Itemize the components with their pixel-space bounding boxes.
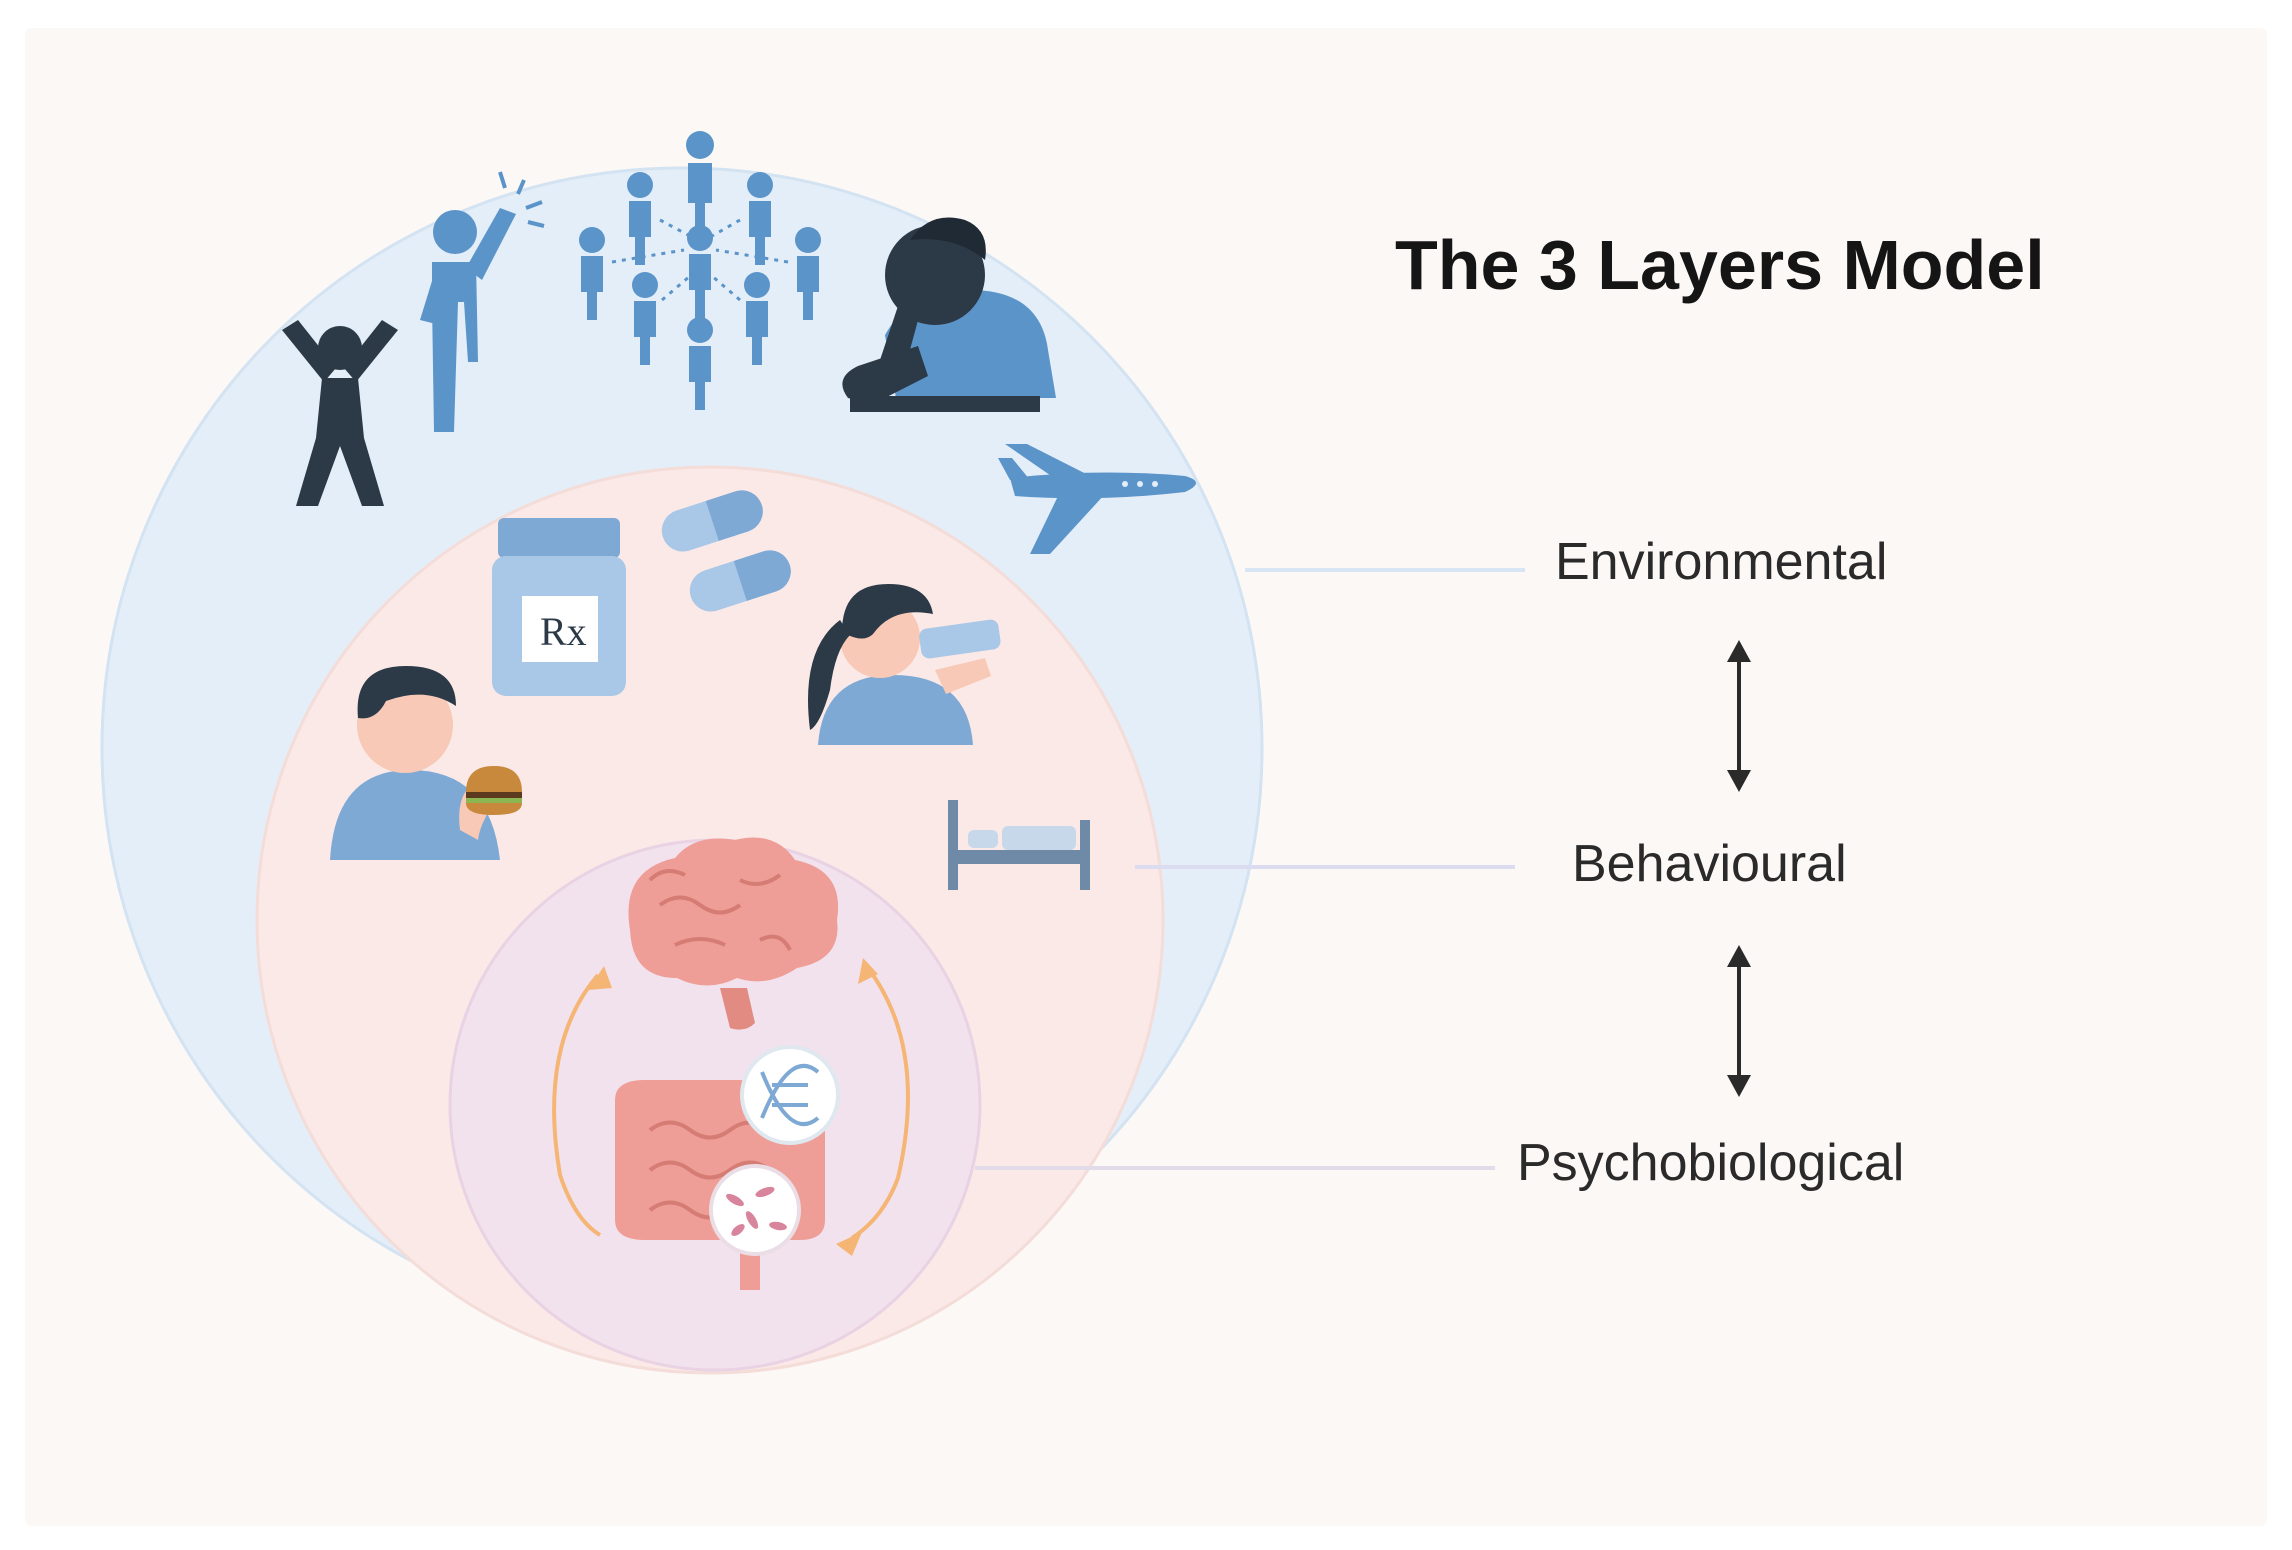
environmental-label: Environmental bbox=[1555, 533, 1888, 591]
person-cheering-icon bbox=[282, 320, 398, 506]
double-arrow-icon bbox=[1727, 945, 1751, 1097]
cycle-arrowhead bbox=[588, 966, 612, 990]
pill-capsules-icon bbox=[661, 490, 791, 612]
dna-icon bbox=[740, 1045, 840, 1145]
person-waving-icon bbox=[420, 171, 545, 432]
burger bbox=[466, 766, 522, 815]
cycle-arrows-icon bbox=[552, 966, 910, 1240]
medicine-bottle-icon: Rx bbox=[492, 518, 626, 696]
microbiome-icon bbox=[709, 1164, 801, 1256]
airplane-icon bbox=[998, 444, 1196, 554]
double-arrow-icon bbox=[1727, 640, 1751, 792]
behavioural-label: Behavioural bbox=[1572, 835, 1847, 893]
social-network-icon bbox=[579, 131, 821, 410]
bed-icon bbox=[948, 800, 1090, 890]
cycle-arrowhead bbox=[858, 958, 878, 984]
person-eating-icon bbox=[330, 666, 522, 860]
diagram-title: The 3 Layers Model bbox=[1395, 226, 2045, 304]
person-resting-head-icon bbox=[842, 217, 1056, 412]
brain-icon bbox=[628, 837, 839, 1030]
rx-label: Rx bbox=[540, 609, 587, 654]
cycle-arrowhead bbox=[836, 1232, 862, 1256]
psychobiological-label: Psychobiological bbox=[1517, 1134, 1905, 1192]
person-drinking-icon bbox=[808, 584, 1001, 745]
